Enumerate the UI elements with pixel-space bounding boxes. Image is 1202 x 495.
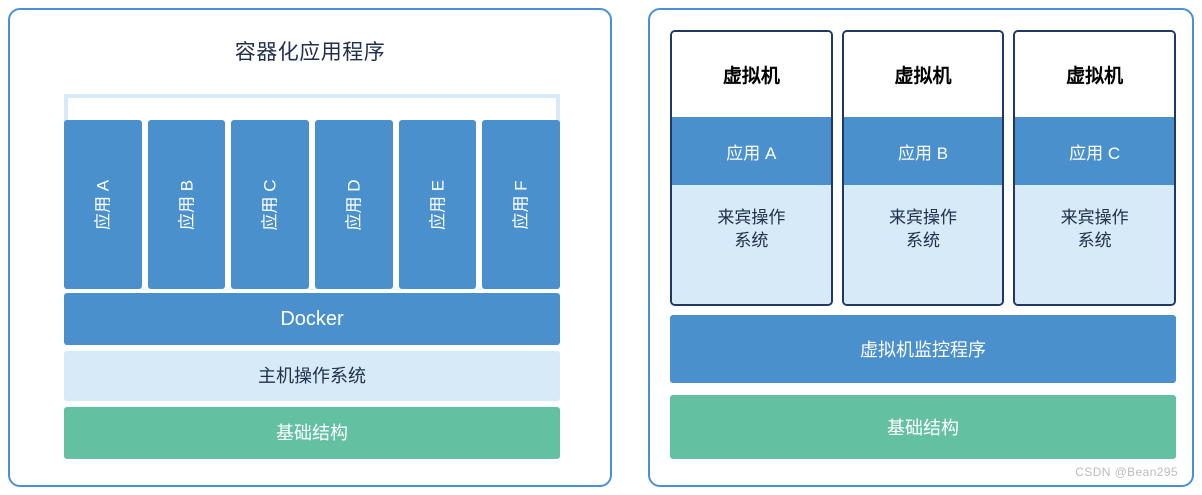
vm-app-2: 应用 B [843, 117, 1003, 185]
app-box-f: 应用 F [482, 120, 561, 289]
vm-box-1: 虚拟机 应用 A 来宾操作 系统 [670, 30, 833, 306]
app-label-d: 应用 D [344, 179, 364, 230]
app-label-a: 应用 A [93, 179, 113, 230]
app-box-b: 应用 B [147, 120, 226, 289]
app-group-bracket [64, 94, 560, 122]
vm-guest-os-2: 来宾操作 系统 [843, 185, 1003, 304]
containers-panel: 容器化应用程序 应用 A 应用 B 应用 C 应用 D 应用 E 应用 F Do… [8, 8, 612, 487]
watermark: CSDN @Bean295 [1075, 465, 1178, 479]
virtual-machines-panel: 虚拟机 应用 A 来宾操作 系统 虚拟机 应用 B 来宾操作 系统 虚拟机 应用… [648, 8, 1194, 487]
vm-app-3: 应用 C [1015, 117, 1175, 185]
hypervisor-layer-bar: 虚拟机监控程序 [670, 315, 1176, 383]
app-box-e: 应用 E [398, 120, 477, 289]
host-os-layer-bar: 主机操作系统 [64, 351, 560, 401]
infrastructure-layer-bar-right: 基础结构 [670, 395, 1176, 459]
infrastructure-layer-bar-left: 基础结构 [64, 407, 560, 459]
containerized-apps-row: 应用 A 应用 B 应用 C 应用 D 应用 E 应用 F [64, 120, 561, 289]
app-label-c: 应用 C [260, 179, 280, 230]
vm-title-3: 虚拟机 [1015, 32, 1175, 117]
vm-box-3: 虚拟机 应用 C 来宾操作 系统 [1013, 30, 1177, 306]
vm-title-2: 虚拟机 [843, 32, 1003, 117]
vm-box-2: 虚拟机 应用 B 来宾操作 系统 [841, 30, 1005, 306]
vm-guest-os-3: 来宾操作 系统 [1015, 185, 1175, 304]
vm-title-1: 虚拟机 [672, 32, 831, 117]
page-title: 容器化应用程序 [234, 41, 386, 64]
vm-app-1: 应用 A [672, 117, 831, 185]
app-label-f: 应用 F [511, 179, 531, 230]
app-label-b: 应用 B [177, 179, 196, 230]
vm-guest-os-1: 来宾操作 系统 [672, 185, 831, 304]
app-box-c: 应用 C [231, 120, 310, 289]
app-box-a: 应用 A [64, 120, 142, 289]
app-label-e: 应用 E [428, 179, 448, 230]
vm-row: 虚拟机 应用 A 来宾操作 系统 虚拟机 应用 B 来宾操作 系统 虚拟机 应用… [670, 30, 1177, 306]
app-box-d: 应用 D [315, 120, 393, 289]
docker-layer-bar: Docker [64, 293, 560, 345]
